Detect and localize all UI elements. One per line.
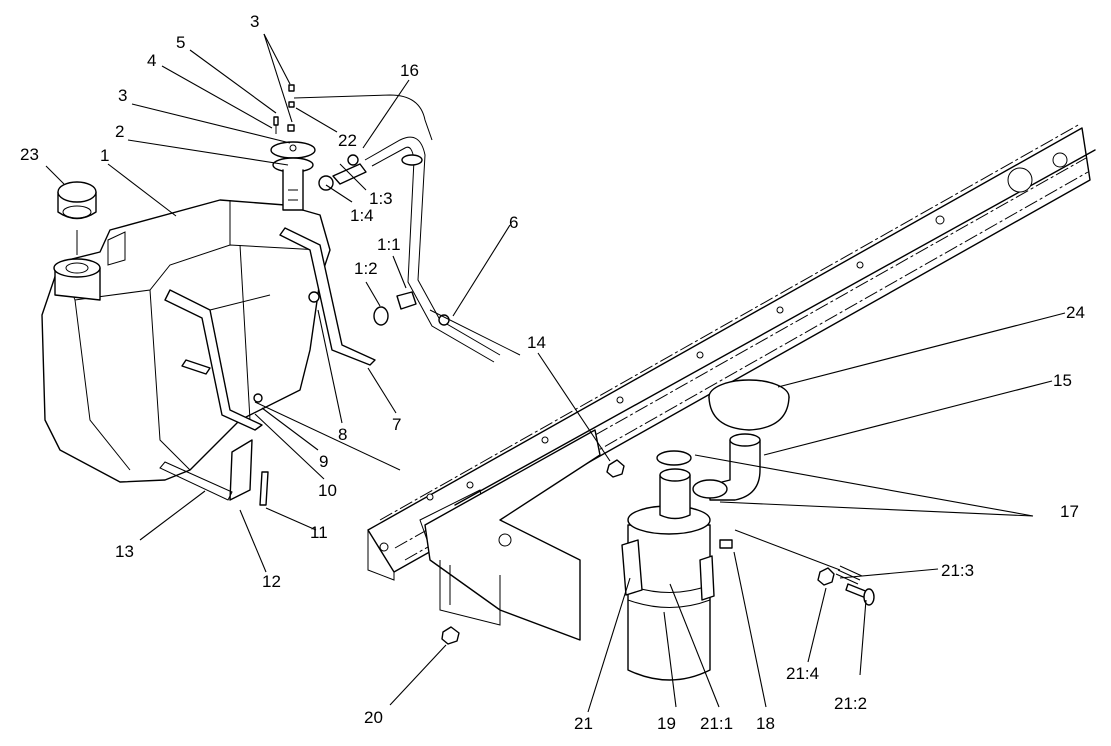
callout-11: 11 bbox=[310, 523, 328, 542]
callout-17: 17 bbox=[1060, 502, 1079, 521]
callout-15: 15 bbox=[1053, 371, 1072, 390]
callout-1-3: 1:3 bbox=[369, 189, 393, 208]
callout-20: 20 bbox=[364, 708, 383, 727]
mount-bolt-group bbox=[817, 565, 875, 606]
callout-19: 19 bbox=[657, 714, 676, 733]
callout-3-left: 3 bbox=[118, 86, 127, 105]
tank-brackets bbox=[159, 227, 376, 501]
callout-16: 16 bbox=[400, 61, 419, 80]
callout-3-top: 3 bbox=[250, 12, 259, 31]
fuel-sender-assembly bbox=[270, 84, 433, 211]
fuel-cap bbox=[57, 181, 97, 220]
callout-1-2: 1:2 bbox=[354, 259, 378, 278]
precleaner-and-elbow bbox=[656, 379, 790, 501]
callout-22: 22 bbox=[338, 131, 357, 150]
leader-lines bbox=[45, 33, 1066, 713]
callout-21-3: 21:3 bbox=[941, 561, 974, 580]
callout-6: 6 bbox=[509, 213, 518, 232]
callout-24: 24 bbox=[1066, 303, 1085, 322]
callout-12: 12 bbox=[262, 572, 281, 591]
callout-10: 10 bbox=[318, 481, 337, 500]
fuel-tank bbox=[41, 199, 331, 483]
callout-1-4: 1:4 bbox=[350, 206, 374, 225]
callout-2: 2 bbox=[115, 122, 124, 141]
air-cleaner-assembly bbox=[621, 468, 841, 681]
callout-8: 8 bbox=[338, 425, 347, 444]
frame-rails bbox=[367, 123, 1096, 641]
callout-23: 23 bbox=[20, 145, 39, 164]
fuel-lines bbox=[318, 136, 521, 363]
callout-4: 4 bbox=[147, 51, 156, 70]
callout-13: 13 bbox=[115, 542, 134, 561]
callout-1-1: 1:1 bbox=[377, 235, 401, 254]
callout-labels: 3 5 4 3 2 23 1 16 22 1:3 1:4 6 1:1 1:2 2… bbox=[20, 12, 1085, 733]
callout-21-4: 21:4 bbox=[786, 664, 819, 683]
callout-21: 21 bbox=[574, 714, 593, 733]
callout-14: 14 bbox=[527, 333, 546, 352]
callout-7: 7 bbox=[392, 415, 401, 434]
callout-9: 9 bbox=[319, 452, 328, 471]
callout-18: 18 bbox=[756, 714, 775, 733]
callout-21-1: 21:1 bbox=[700, 714, 733, 733]
callout-1: 1 bbox=[100, 146, 109, 165]
fasteners bbox=[181, 291, 625, 645]
callout-5: 5 bbox=[176, 33, 185, 52]
callout-21-2: 21:2 bbox=[834, 694, 867, 713]
